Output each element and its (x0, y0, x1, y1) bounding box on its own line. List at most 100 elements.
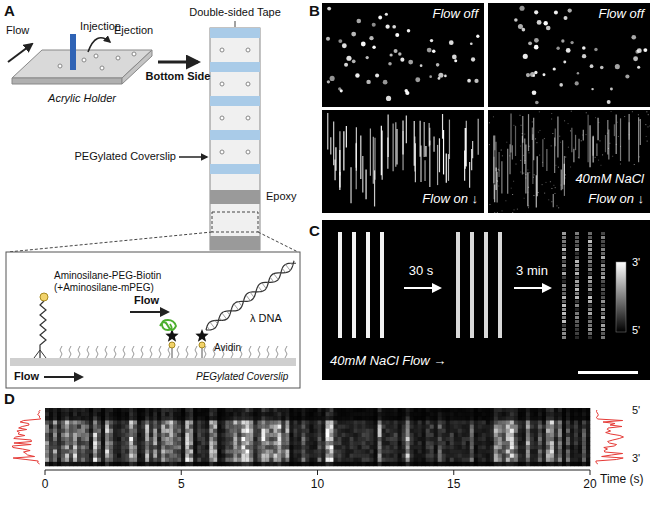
kymograph-cell (121, 433, 125, 437)
kymograph-cell (229, 462, 233, 466)
kymograph-cell (322, 449, 326, 453)
kymograph-cell (221, 445, 225, 449)
kymograph-cell (354, 425, 358, 429)
stretched-dna (575, 276, 579, 279)
stretched-dna (429, 128, 430, 145)
kymograph-cell (89, 441, 93, 445)
kymograph-cell (73, 416, 77, 420)
kymograph-cell (53, 437, 57, 441)
peg-brush (267, 346, 269, 358)
kymograph-cell (462, 441, 466, 445)
dna-spot (537, 20, 542, 25)
dna-spot (532, 90, 537, 95)
kymograph-cell (350, 458, 354, 462)
kymograph-cell (338, 454, 342, 458)
kymograph-cell (410, 429, 414, 433)
kymograph-cell (181, 416, 185, 420)
kymograph-cell (257, 441, 261, 445)
kymograph-cell (301, 429, 305, 433)
kymograph-cell (205, 412, 209, 416)
kymograph-cell (390, 408, 394, 412)
dna-spot (386, 96, 391, 101)
kymograph-cell (261, 429, 265, 433)
kymograph-cell (281, 449, 285, 453)
noise (497, 180, 498, 181)
kymograph-cell (450, 462, 454, 466)
kymograph-cell (334, 408, 338, 412)
kymograph-cell (378, 425, 382, 429)
stretched-dna (562, 256, 566, 259)
kymograph-cell (342, 458, 346, 462)
dna-spot (420, 64, 423, 67)
kymograph-cell (334, 462, 338, 466)
kymograph-cell (225, 412, 229, 416)
kymograph-cell (354, 441, 358, 445)
kymograph-cell (398, 425, 402, 429)
kymograph-cell (49, 412, 53, 416)
kymograph-cell (73, 433, 77, 437)
kymograph-cell (390, 429, 394, 433)
noise (502, 210, 503, 211)
kymograph-cell (414, 433, 418, 437)
kymograph-cell (245, 462, 249, 466)
kymograph-cell (69, 412, 73, 416)
kymograph-cell (133, 416, 137, 420)
noise (634, 164, 635, 165)
dna-spot (575, 81, 579, 85)
kymograph-cell (105, 445, 109, 449)
kymograph-cell (330, 416, 334, 420)
kymograph-cell (153, 437, 157, 441)
kymograph-cell (398, 458, 402, 462)
kymograph-cell (97, 437, 101, 441)
stretched-dna (406, 115, 407, 143)
kymograph-cell (69, 416, 73, 420)
kymograph-cell (233, 408, 237, 412)
kymograph-cell (466, 416, 470, 420)
stretched-dna (575, 320, 579, 323)
kymograph-cell (265, 416, 269, 420)
kymograph-cell (241, 408, 245, 412)
kymograph-cell (93, 425, 97, 429)
stretched-dna (601, 296, 605, 299)
kymograph-cell (101, 454, 105, 458)
stretched-dna (562, 324, 566, 327)
kymograph-cell (293, 445, 297, 449)
kymograph-cell (185, 449, 189, 453)
dna-spot (385, 13, 388, 16)
kymograph-cell (458, 412, 462, 416)
stretched-dna (498, 152, 499, 177)
kymograph-cell (137, 425, 141, 429)
kymograph-cell (185, 433, 189, 437)
kymograph-cell (169, 433, 173, 437)
noise (556, 205, 557, 206)
kymograph-cell (402, 449, 406, 453)
kymograph-cell (422, 441, 426, 445)
noise (498, 169, 499, 170)
kymograph-cell (350, 441, 354, 445)
kymograph-cell (105, 425, 109, 429)
kymograph-cell (101, 412, 105, 416)
kymograph-cell (322, 454, 326, 458)
kymograph-cell (81, 420, 85, 424)
kymograph-cell (97, 462, 101, 466)
kymograph-cell (309, 441, 313, 445)
kymograph-cell (309, 429, 313, 433)
kymograph-cell (189, 416, 193, 420)
dna-spot (352, 59, 356, 63)
kymograph-cell (394, 429, 398, 433)
kymograph-cell (69, 441, 73, 445)
dna-spot (633, 56, 638, 61)
kymograph-cell (330, 437, 334, 441)
kymograph-cell (165, 437, 169, 441)
kymograph-cell (410, 433, 414, 437)
stretched-dna (498, 232, 502, 338)
kymograph-cell (297, 433, 301, 437)
dna-spot (351, 32, 356, 37)
kymograph-cell (241, 458, 245, 462)
kymograph-cell (261, 462, 265, 466)
kymograph-cell (81, 408, 85, 412)
stretched-dna (588, 320, 592, 323)
kymograph-cell (101, 408, 105, 412)
noise (523, 155, 524, 156)
kymograph-cell (257, 412, 261, 416)
